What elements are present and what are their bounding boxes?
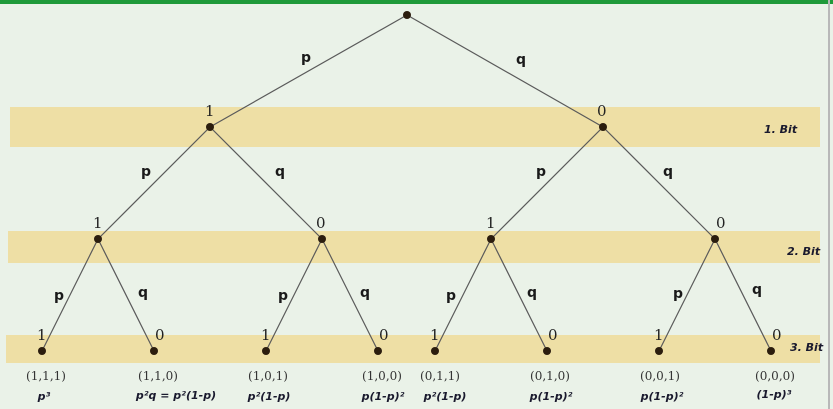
edge-l1a-left [97,126,211,240]
leaf-value-7: 1 [654,326,664,344]
edge-labels: p q p q p q p q p q p q p q [54,50,762,304]
edge-label-root-p: p [301,50,311,66]
edge-label-root-q: q [516,52,526,68]
leaf-value-6: 0 [548,326,558,344]
tree-edges [41,14,772,352]
node-l2-1 [94,235,102,243]
leaf-tuple-4: (1,0,0) [362,369,402,383]
band-bit-1 [10,107,820,147]
leaf-node-2 [150,347,158,355]
leaf-prob-7: p(1-p)² [640,390,684,403]
edge-l2d-right [714,238,772,352]
leaf-node-5 [431,347,439,355]
node-l1-1 [206,123,214,131]
leaf-tuple-7: (0,0,1) [640,369,680,383]
edge-label-l2a-q: q [138,285,148,301]
leaf-value-8: 0 [772,326,782,344]
edge-label-l1b-p: p [536,164,546,180]
node-value-l2-3: 1 [486,214,496,232]
edge-l2a-right [97,238,155,352]
leaf-prob-8: (1-p)³ [757,388,792,401]
leaf-tuple-2: (1,1,0) [138,369,178,383]
leaf-tuple-6: (0,1,0) [530,369,570,383]
leaf-prob-3: p²(1-p) [247,390,291,403]
band-bit-3 [6,335,820,363]
leaf-value-3: 1 [261,326,271,344]
edge-label-l2d-q: q [752,282,762,298]
node-value-l2-2: 0 [316,214,326,232]
edge-label-l2d-p: p [673,286,683,302]
leaf-probabilities: p³ p²q = p²(1-p) p²(1-p) p(1-p)² p²(1-p)… [37,388,792,403]
node-values: 1 0 1 0 1 0 1 0 1 0 1 0 1 0 [37,102,782,344]
edge-root-left [209,14,408,128]
edge-label-l2c-q: q [527,285,537,301]
leaf-value-4: 0 [379,326,389,344]
edge-l2c-left [434,238,492,352]
leaf-tuples: (1,1,1) (1,1,0) (1,0,1) (1,0,0) (0,1,1) … [26,369,795,383]
node-value-l1-1: 1 [205,102,215,120]
node-value-l2-1: 1 [93,214,103,232]
band-note-bit-2: 2. Bit [787,245,821,258]
edge-root-right [406,14,604,128]
root-node [403,11,411,19]
leaf-tuple-3: (1,0,1) [248,369,288,383]
node-value-l1-2: 0 [597,102,607,120]
leaf-tuple-1: (1,1,1) [26,369,66,383]
edge-l2c-right [490,238,548,352]
leaf-prob-2: p²q = p²(1-p) [135,389,216,402]
edge-label-l1b-q: q [663,164,673,180]
node-value-l2-4: 0 [716,214,726,232]
leaf-node-4 [374,347,382,355]
band-bit-2 [8,231,820,263]
top-accent-bar [0,0,833,4]
leaf-prob-6: p(1-p)² [529,390,573,403]
leaf-node-8 [767,347,775,355]
edge-l2d-left [658,238,716,352]
leaf-value-5: 1 [430,326,440,344]
leaf-node-1 [38,347,46,355]
edge-l1b-left [490,126,604,240]
edge-l2b-left [265,238,323,352]
node-l1-2 [599,123,607,131]
leaf-value-1: 1 [37,326,47,344]
edge-label-l1a-q: q [275,164,285,180]
edge-l1a-right [209,126,323,240]
node-l2-3 [487,235,495,243]
edge-label-l2b-q: q [360,285,370,301]
edge-label-l2a-p: p [54,288,64,304]
leaf-node-6 [543,347,551,355]
leaf-value-2: 0 [155,326,165,344]
edge-l2b-right [321,238,379,352]
edge-label-l2b-p: p [278,288,288,304]
edge-l2a-left [41,238,99,352]
leaf-node-3 [262,347,270,355]
leaf-prob-1: p³ [37,390,51,403]
edge-label-l1a-p: p [141,164,151,180]
leaf-tuple-5: (0,1,1) [420,369,460,383]
node-l2-4 [711,235,719,243]
band-note-bit-3: 3. Bit [790,341,824,354]
leaf-prob-5: p²(1-p) [423,390,467,403]
edge-l1b-right [602,126,716,240]
band-note-bit-1: 1. Bit [764,123,798,136]
edge-label-l2c-p: p [446,288,456,304]
tree-nodes [38,11,775,355]
leaf-tuple-8: (0,0,0) [755,369,795,383]
node-l2-2 [318,235,326,243]
leaf-node-7 [655,347,663,355]
leaf-prob-4: p(1-p)² [361,390,405,403]
